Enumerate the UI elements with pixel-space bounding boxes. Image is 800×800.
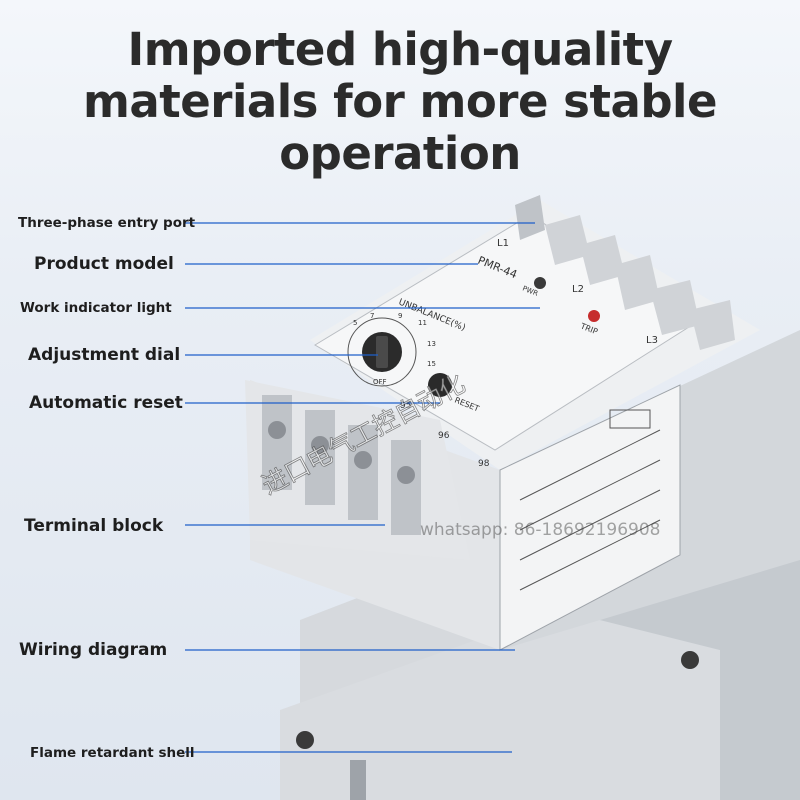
adjustment-dial-graphic <box>347 317 417 387</box>
callout-terminal-block: Terminal block <box>24 516 164 536</box>
callout-adjustment-dial: Adjustment dial <box>28 345 181 365</box>
label-l2: L2 <box>572 284 584 295</box>
headline-line-2: materials for more stable <box>82 75 718 128</box>
dial-tick-15: 15 <box>427 360 436 368</box>
label-l1: L1 <box>497 238 509 249</box>
dial-tick-5: 5 <box>353 319 357 327</box>
callout-product-model: Product model <box>34 254 174 274</box>
label-off: OFF <box>373 378 387 386</box>
label-95: 95 <box>400 401 411 411</box>
reset-button-graphic <box>428 373 452 397</box>
dial-tick-9: 9 <box>398 312 402 320</box>
label-96: 96 <box>438 431 450 441</box>
headline-line-3: operation <box>279 127 521 180</box>
headline-line-1: Imported high-quality <box>127 23 673 76</box>
headline: Imported high-quality materials for more… <box>0 24 800 180</box>
dial-tick-7: 7 <box>370 312 374 320</box>
callout-automatic-reset: Automatic reset <box>29 393 183 413</box>
trip-led <box>588 310 600 322</box>
dial-tick-11: 11 <box>418 319 427 327</box>
callout-lines <box>185 222 540 753</box>
terminal-block <box>245 380 470 560</box>
dial-tick-13: 13 <box>427 340 436 348</box>
pwr-led <box>534 277 546 289</box>
callout-work-indicator-light: Work indicator light <box>20 300 172 316</box>
wiring-diagram-plate <box>499 384 681 651</box>
callout-three-phase-entry-port: Three-phase entry port <box>18 215 196 231</box>
watermark-contact: whatsapp: 86-18692196908 <box>420 520 661 540</box>
label-98: 98 <box>478 459 490 469</box>
label-l3: L3 <box>646 335 658 346</box>
callout-wiring-diagram: Wiring diagram <box>19 640 168 660</box>
callout-flame-retardant-shell: Flame retardant shell <box>30 745 195 761</box>
